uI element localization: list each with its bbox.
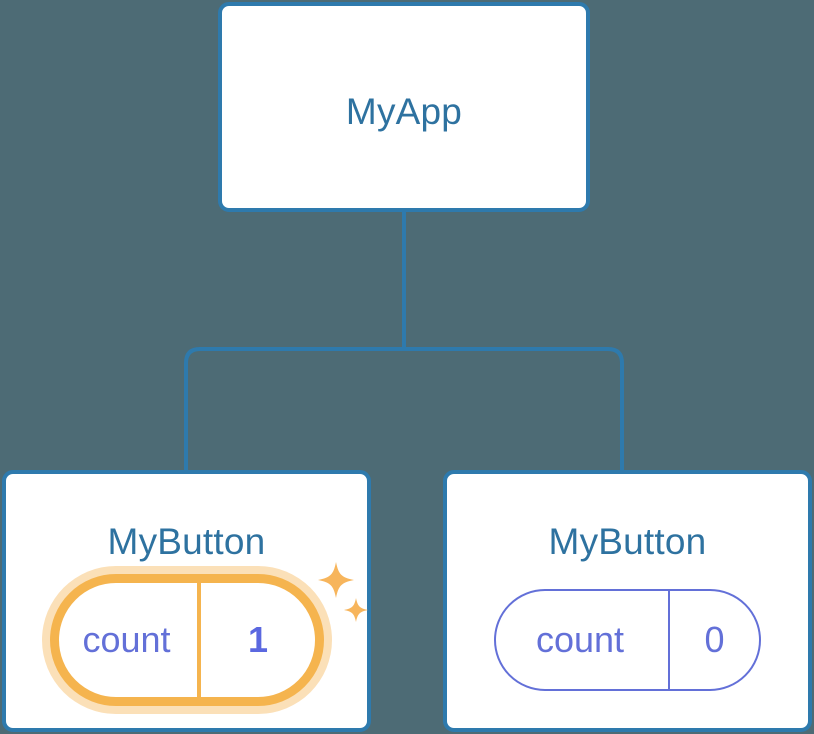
state-pill-right[interactable]: count 0 xyxy=(494,589,761,691)
state-pill-highlight-glow: count 1 xyxy=(42,566,332,714)
state-pill-right-wrap: count 0 xyxy=(494,589,761,691)
component-title-mybutton-right: MyButton xyxy=(548,521,707,562)
connector-child-bus xyxy=(184,347,624,472)
state-value-left: 1 xyxy=(247,619,269,660)
sparkle-small-icon xyxy=(344,598,368,622)
component-card-myapp[interactable]: MyApp xyxy=(218,2,590,212)
state-key-left: count xyxy=(59,583,201,697)
state-value-right: 0 xyxy=(704,619,725,660)
state-key-right: count xyxy=(496,591,670,689)
sparkle-large-icon xyxy=(318,562,354,598)
component-title-myapp: MyApp xyxy=(345,91,463,132)
state-pill-left[interactable]: count 1 xyxy=(50,574,324,706)
component-title-mybutton-left: MyButton xyxy=(107,521,266,562)
sparkle-group xyxy=(318,562,368,622)
